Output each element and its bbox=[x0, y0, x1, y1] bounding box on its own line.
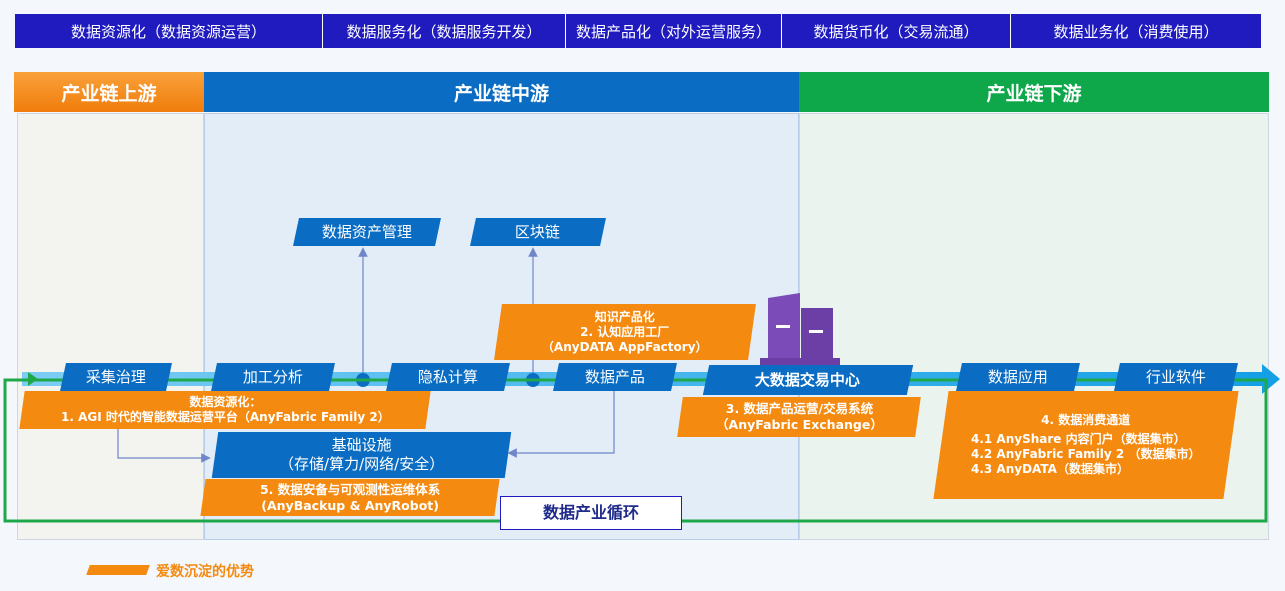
top-tab-label: 数据资源化（数据资源运营） bbox=[70, 22, 266, 41]
top-tab-label: 数据货币化（交易流通） bbox=[813, 22, 979, 41]
knowledge-title: 知识产品化 bbox=[594, 309, 655, 324]
blockchain-box[interactable]: 区块链 bbox=[470, 218, 606, 246]
top-tab-business[interactable]: 数据业务化（消费使用） bbox=[1011, 14, 1261, 48]
node-label: 加工分析 bbox=[242, 367, 303, 386]
downstream-header: 产业链下游 bbox=[799, 72, 1269, 112]
node-collect[interactable]: 采集治理 bbox=[60, 363, 172, 391]
upstream-title: 产业链上游 bbox=[61, 82, 157, 105]
infra-line2: （存储/算力/网络/安全） bbox=[278, 455, 445, 473]
downstream-title: 产业链下游 bbox=[986, 82, 1082, 105]
midstream-title: 产业链中游 bbox=[453, 82, 549, 105]
connector-infra-right bbox=[507, 390, 615, 458]
node-product[interactable]: 数据产品 bbox=[553, 363, 677, 391]
upstream-zone bbox=[17, 113, 204, 540]
consume-line1: 4.1 AnyShare 内容门户（数据集市） bbox=[971, 432, 1186, 446]
midstream-header: 产业链中游 bbox=[204, 72, 799, 112]
consume-line3: 4.3 AnyDATA（数据集市） bbox=[971, 462, 1130, 476]
resource-line: 1. AGI 时代的智能数据运营平台（AnyFabric Family 2） bbox=[60, 410, 390, 424]
node-label: 数据应用 bbox=[987, 367, 1048, 386]
infra-block: 基础设施 （存储/算力/网络/安全） bbox=[211, 432, 512, 478]
cycle-label-text: 数据产业循环 bbox=[542, 503, 639, 522]
node-label: 隐私计算 bbox=[417, 367, 478, 386]
knowledge-line2: （AnyDATA AppFactory） bbox=[542, 339, 708, 354]
node-label: 采集治理 bbox=[85, 367, 146, 386]
connector-infra-left bbox=[117, 428, 211, 463]
top-tab-label: 数据服务化（数据服务开发） bbox=[346, 22, 542, 41]
node-industry[interactable]: 行业软件 bbox=[1114, 363, 1238, 391]
node-label: 数据产品 bbox=[584, 367, 645, 386]
top-tab-resource[interactable]: 数据资源化（数据资源运营） bbox=[15, 14, 323, 48]
security-block: 5. 数据安备与可观测性运维体系 (AnyBackup & AnyRobot) bbox=[200, 479, 500, 516]
node-label: 行业软件 bbox=[1145, 367, 1206, 386]
legend-label: 爱数沉淀的优势 bbox=[156, 564, 254, 580]
security-line2: (AnyBackup & AnyRobot) bbox=[261, 497, 439, 513]
top-tab-label: 数据业务化（消费使用） bbox=[1053, 22, 1219, 41]
ops-block: 3. 数据产品运营/交易系统 （AnyFabric Exchange） bbox=[677, 397, 921, 437]
upstream-header: 产业链上游 bbox=[14, 72, 204, 112]
infra-line1: 基础设施 bbox=[331, 436, 392, 455]
top-tab-currency[interactable]: 数据货币化（交易流通） bbox=[782, 14, 1011, 48]
ops-line1: 3. 数据产品运营/交易系统 bbox=[725, 401, 873, 417]
security-line1: 5. 数据安备与可观测性运维体系 bbox=[259, 481, 441, 497]
asset-mgmt-box[interactable]: 数据资产管理 bbox=[293, 218, 441, 246]
top-tab-product[interactable]: 数据产品化（对外运营服务） bbox=[566, 14, 782, 48]
top-tab-label: 数据产品化（对外运营服务） bbox=[575, 22, 771, 41]
knowledge-line1: 2. 认知应用工厂 bbox=[580, 324, 670, 339]
node-label: 数据资产管理 bbox=[321, 222, 412, 241]
top-tab-service[interactable]: 数据服务化（数据服务开发） bbox=[323, 14, 566, 48]
node-app[interactable]: 数据应用 bbox=[956, 363, 1080, 391]
consume-title: 4. 数据消费通道 bbox=[1041, 413, 1131, 427]
consume-block: 4. 数据消费通道 4.1 AnyShare 内容门户（数据集市） 4.2 An… bbox=[933, 391, 1239, 499]
knowledge-block: 知识产品化 2. 认知应用工厂 （AnyDATA AppFactory） bbox=[494, 304, 756, 360]
building-icon bbox=[760, 293, 840, 366]
resource-block: 数据资源化： 1. AGI 时代的智能数据运营平台（AnyFabric Fami… bbox=[19, 391, 431, 429]
consume-line2: 4.2 AnyFabric Family 2 （数据集市） bbox=[971, 447, 1201, 461]
cycle-label: 数据产业循环 bbox=[500, 496, 682, 530]
node-exchange[interactable]: 大数据交易中心 bbox=[702, 365, 914, 395]
node-label: 大数据交易中心 bbox=[755, 370, 861, 389]
ops-line2: （AnyFabric Exchange） bbox=[715, 417, 883, 432]
node-label: 区块链 bbox=[515, 222, 561, 241]
legend-swatch bbox=[86, 565, 150, 575]
node-privacy[interactable]: 隐私计算 bbox=[386, 363, 510, 391]
resource-title: 数据资源化： bbox=[188, 395, 261, 409]
node-process[interactable]: 加工分析 bbox=[211, 363, 335, 391]
